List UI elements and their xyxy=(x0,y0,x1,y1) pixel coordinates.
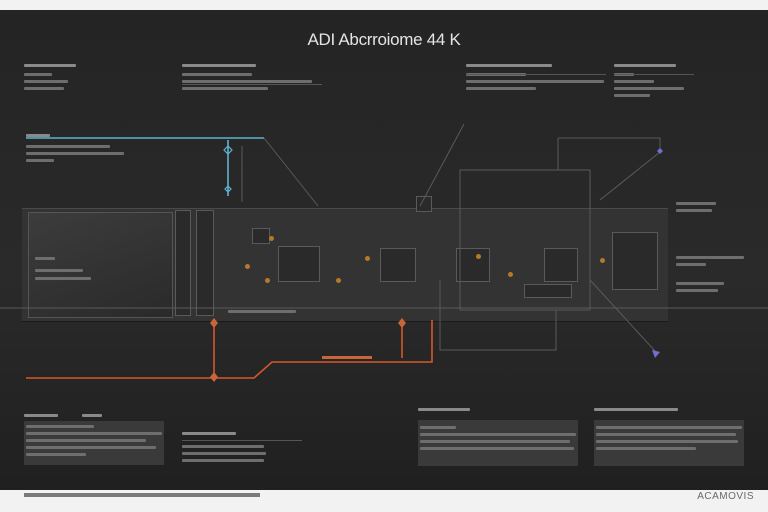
text-block-right-1 xyxy=(676,202,736,216)
text-block-top-left xyxy=(24,64,84,94)
divider xyxy=(182,84,322,85)
board-chip xyxy=(544,248,578,282)
board-caption xyxy=(228,310,298,317)
board-chip xyxy=(456,248,490,282)
board-slot xyxy=(196,210,214,316)
leader-line xyxy=(439,280,557,351)
leader-line xyxy=(599,151,661,201)
leader-line xyxy=(558,137,661,150)
divider xyxy=(466,74,606,75)
leader-line xyxy=(419,123,465,207)
board-screen-panel xyxy=(28,212,173,318)
text-panel-bottom-right xyxy=(594,420,744,466)
component-dot xyxy=(508,272,513,277)
component-dot xyxy=(245,264,250,269)
text-block-bottom-right-label xyxy=(594,408,684,415)
leader-line xyxy=(263,137,319,207)
text-panel-bottom-mid-right xyxy=(418,420,578,466)
board-connector xyxy=(175,210,191,316)
divider xyxy=(614,74,694,75)
component-dot xyxy=(269,236,274,241)
leader-line xyxy=(589,279,657,353)
component-dot xyxy=(600,258,605,263)
component-dot xyxy=(476,254,481,259)
zoom-box xyxy=(459,169,591,311)
text-block-bottom-mid-right-label xyxy=(418,408,478,415)
footer-caption xyxy=(24,493,260,497)
poster-title: ADI Abcrroiome 44 K xyxy=(307,30,461,49)
text-block-right-3 xyxy=(676,282,736,296)
text-panel-bottom-left xyxy=(24,421,164,465)
component-dot xyxy=(365,256,370,261)
divider xyxy=(182,440,302,441)
cyan-callout-marker xyxy=(223,145,233,193)
orange-callout-markers xyxy=(210,318,406,382)
component-dot xyxy=(265,278,270,283)
board-chip xyxy=(524,284,572,298)
board-chip xyxy=(416,196,432,212)
violet-markers xyxy=(652,148,663,358)
orange-callout-line xyxy=(26,320,433,379)
text-block-bottom-center xyxy=(182,432,302,466)
board-chip xyxy=(278,246,320,282)
text-block-top-center-left xyxy=(182,64,322,94)
connector-lines xyxy=(0,123,768,382)
footer-mark: ACAMOVIS xyxy=(697,491,754,502)
text-block-mid-left xyxy=(26,134,126,166)
board-port-cluster xyxy=(612,232,658,290)
text-block-bottom-left xyxy=(24,408,164,426)
text-block-right-2 xyxy=(676,256,746,270)
board-chip xyxy=(380,248,416,282)
poster: ADI Abcrroiome 44 K xyxy=(0,10,768,490)
component-dot xyxy=(336,278,341,283)
